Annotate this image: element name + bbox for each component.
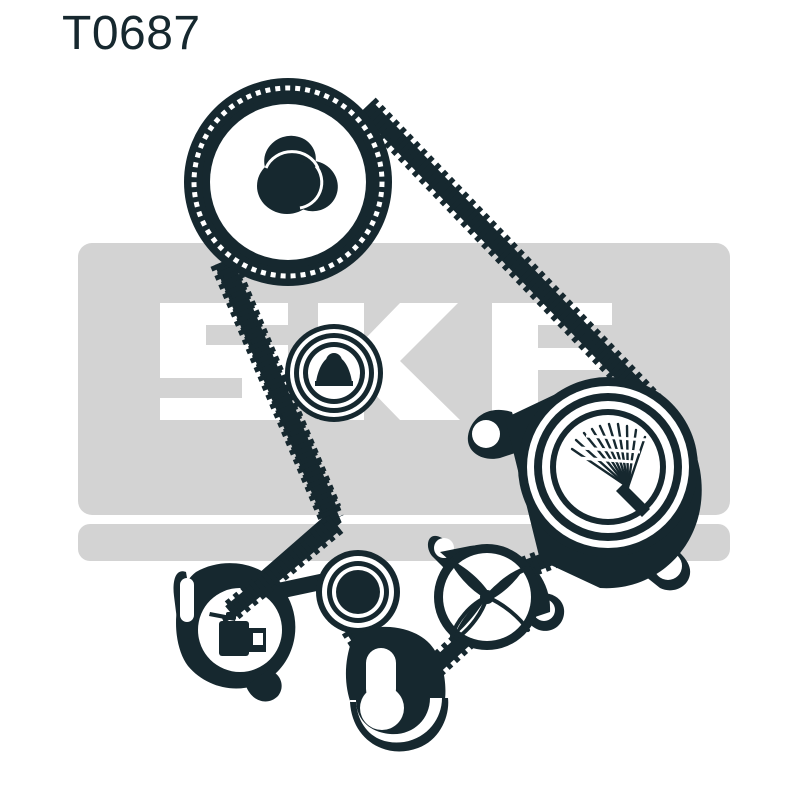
tensioner-arm (345, 626, 449, 752)
belt-front-passes (216, 263, 344, 621)
impeller-housing (427, 535, 565, 650)
water-pump (467, 377, 702, 591)
idler-pulley (316, 550, 400, 634)
page-title: T0687 (62, 7, 201, 60)
oil-seal-bracket (173, 563, 296, 702)
camshaft-sprocket (184, 78, 392, 286)
bell-icon (315, 353, 353, 386)
belt-strand-right (356, 97, 682, 435)
tensioner-pulley (285, 324, 383, 422)
sprocket-hub-emblem (257, 135, 338, 214)
